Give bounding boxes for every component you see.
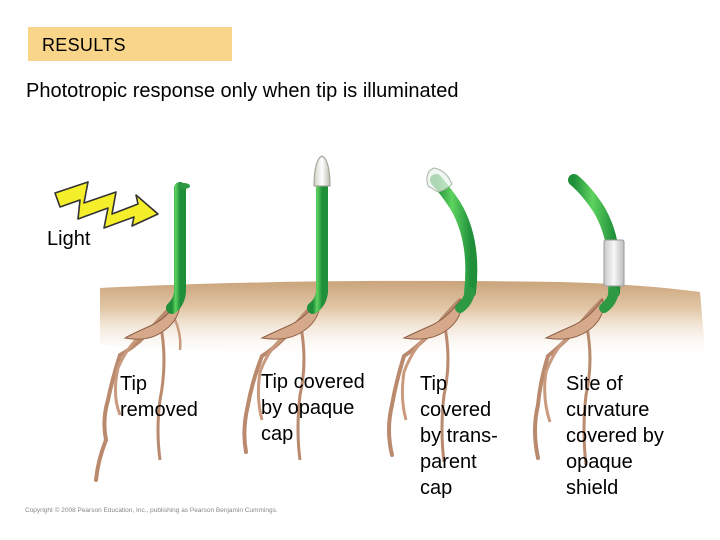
caption-line: Tip covered bbox=[261, 371, 365, 393]
caption-line: cap bbox=[261, 423, 294, 445]
caption-line: curvature bbox=[566, 399, 650, 421]
opaque-cap bbox=[313, 155, 331, 187]
opaque-shield bbox=[603, 239, 625, 287]
lightning-icon bbox=[54, 181, 159, 229]
caption-line: cap bbox=[420, 477, 453, 499]
transparent-cap bbox=[426, 167, 453, 193]
caption-line: Site of bbox=[566, 373, 623, 395]
caption-line: parent bbox=[420, 451, 477, 473]
caption-opaque-shield: Site of curvature covered by opaque shie… bbox=[566, 371, 664, 501]
caption-tip-removed: Tip removed bbox=[120, 371, 198, 423]
seedling-opaque-shield bbox=[533, 174, 625, 466]
caption-line: by trans- bbox=[420, 425, 498, 447]
caption-line: shield bbox=[566, 477, 619, 499]
seedling-transparent-cap bbox=[387, 167, 478, 463]
soil-band bbox=[100, 280, 706, 360]
seedling-opaque-cap bbox=[242, 155, 331, 461]
caption-line: Tip bbox=[420, 373, 448, 395]
caption-line: opaque bbox=[566, 451, 633, 473]
results-label: RESULTS bbox=[42, 35, 126, 55]
caption-line: by opaque bbox=[261, 397, 355, 419]
caption-transparent-cap: Tip covered by trans- parent cap bbox=[420, 371, 498, 501]
caption-line: removed bbox=[120, 399, 198, 421]
seedling-tip-removed bbox=[94, 182, 190, 482]
copyright-credit: Copyright © 2008 Pearson Education, Inc.… bbox=[25, 507, 278, 514]
caption-line: covered by bbox=[566, 425, 664, 447]
caption-opaque-cap: Tip covered by opaque cap bbox=[261, 369, 365, 447]
results-header: RESULTS bbox=[28, 27, 232, 61]
light-label: Light bbox=[47, 228, 91, 250]
caption-line: covered bbox=[420, 399, 492, 421]
figure-subtitle: Phototropic response only when tip is il… bbox=[26, 80, 459, 102]
caption-line: Tip bbox=[120, 373, 148, 395]
